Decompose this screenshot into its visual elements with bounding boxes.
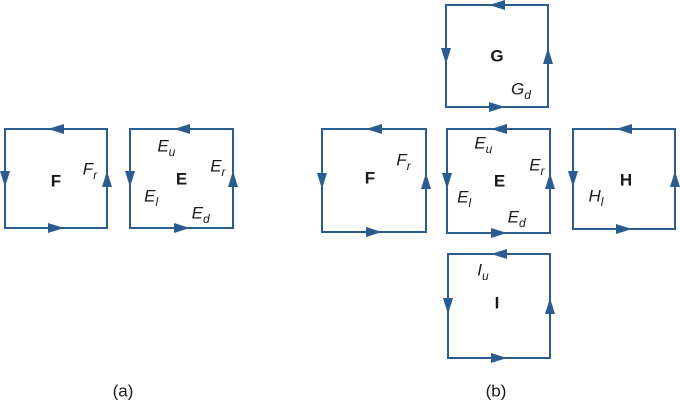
center-label-f: F	[364, 168, 376, 188]
caption-a: (a)	[112, 381, 134, 401]
center-label-g: G	[490, 46, 504, 66]
edge-label-fr: Fr	[396, 150, 411, 174]
arrowhead-bottom-icon	[173, 223, 190, 233]
arrowhead-left-icon	[125, 170, 135, 187]
square-e-b: Eu Er E El Ed	[442, 124, 555, 238]
arrowhead-bottom-icon	[366, 227, 382, 237]
center-label-f: F	[50, 171, 62, 191]
arrowhead-left-icon	[443, 298, 453, 314]
square-g: G Gd	[441, 0, 553, 112]
square-f-b: F Fr	[317, 124, 431, 237]
edge-label-er: Er	[210, 156, 226, 179]
edge-label-fr: Fr	[82, 159, 98, 182]
arrowhead-bottom-icon	[48, 223, 64, 233]
arrowhead-top-icon	[490, 124, 507, 134]
arrowhead-right-icon	[670, 171, 680, 187]
square-e-a: Eu Er E El Ed	[125, 124, 238, 233]
arrowhead-left-icon	[568, 171, 578, 187]
arrowhead-top-icon	[489, 0, 505, 10]
arrowhead-right-icon	[545, 298, 555, 314]
arrowhead-bottom-icon	[490, 228, 507, 238]
square-i: I Iu	[443, 249, 555, 363]
edge-label-gd: Gd	[511, 79, 531, 102]
center-label-h: H	[619, 170, 633, 190]
edge-label-el: El	[144, 186, 159, 209]
edge-label-eu: Eu	[157, 136, 176, 160]
edge-label-hl: Hl	[588, 186, 604, 209]
arrowhead-top-icon	[366, 124, 382, 134]
edge-label-el: El	[457, 187, 472, 211]
arrowhead-top-icon	[173, 124, 190, 134]
arrowhead-right-icon	[228, 170, 238, 187]
arrowhead-top-icon	[491, 249, 507, 259]
arrowhead-bottom-icon	[489, 102, 505, 112]
arrowhead-top-icon	[616, 124, 632, 134]
edge-label-er: Er	[529, 155, 545, 178]
center-label-e: E	[175, 169, 188, 189]
edge-label-ed: Ed	[507, 207, 526, 230]
square-h: H Hl	[568, 124, 680, 234]
arrowhead-bottom-icon	[491, 353, 507, 363]
edge-label-eu: Eu	[474, 133, 493, 157]
edge-label-iu: Iu	[477, 260, 489, 284]
arrowhead-bottom-icon	[616, 224, 632, 234]
arrowhead-left-icon	[0, 170, 10, 187]
caption-b: (b)	[485, 381, 507, 401]
edge-label-ed: Ed	[191, 203, 210, 227]
arrowhead-right-icon	[543, 48, 553, 64]
arrowhead-left-icon	[317, 172, 327, 189]
center-label-i: I	[494, 293, 500, 313]
arrowhead-top-icon	[48, 124, 64, 134]
arrowhead-right-icon	[545, 173, 555, 189]
center-label-e: E	[493, 171, 506, 191]
arrowhead-left-icon	[442, 173, 452, 189]
square-f-a: F Fr	[0, 124, 112, 233]
arrowhead-left-icon	[441, 48, 451, 64]
arrowhead-right-icon	[102, 170, 112, 187]
arrowhead-right-icon	[421, 172, 431, 189]
